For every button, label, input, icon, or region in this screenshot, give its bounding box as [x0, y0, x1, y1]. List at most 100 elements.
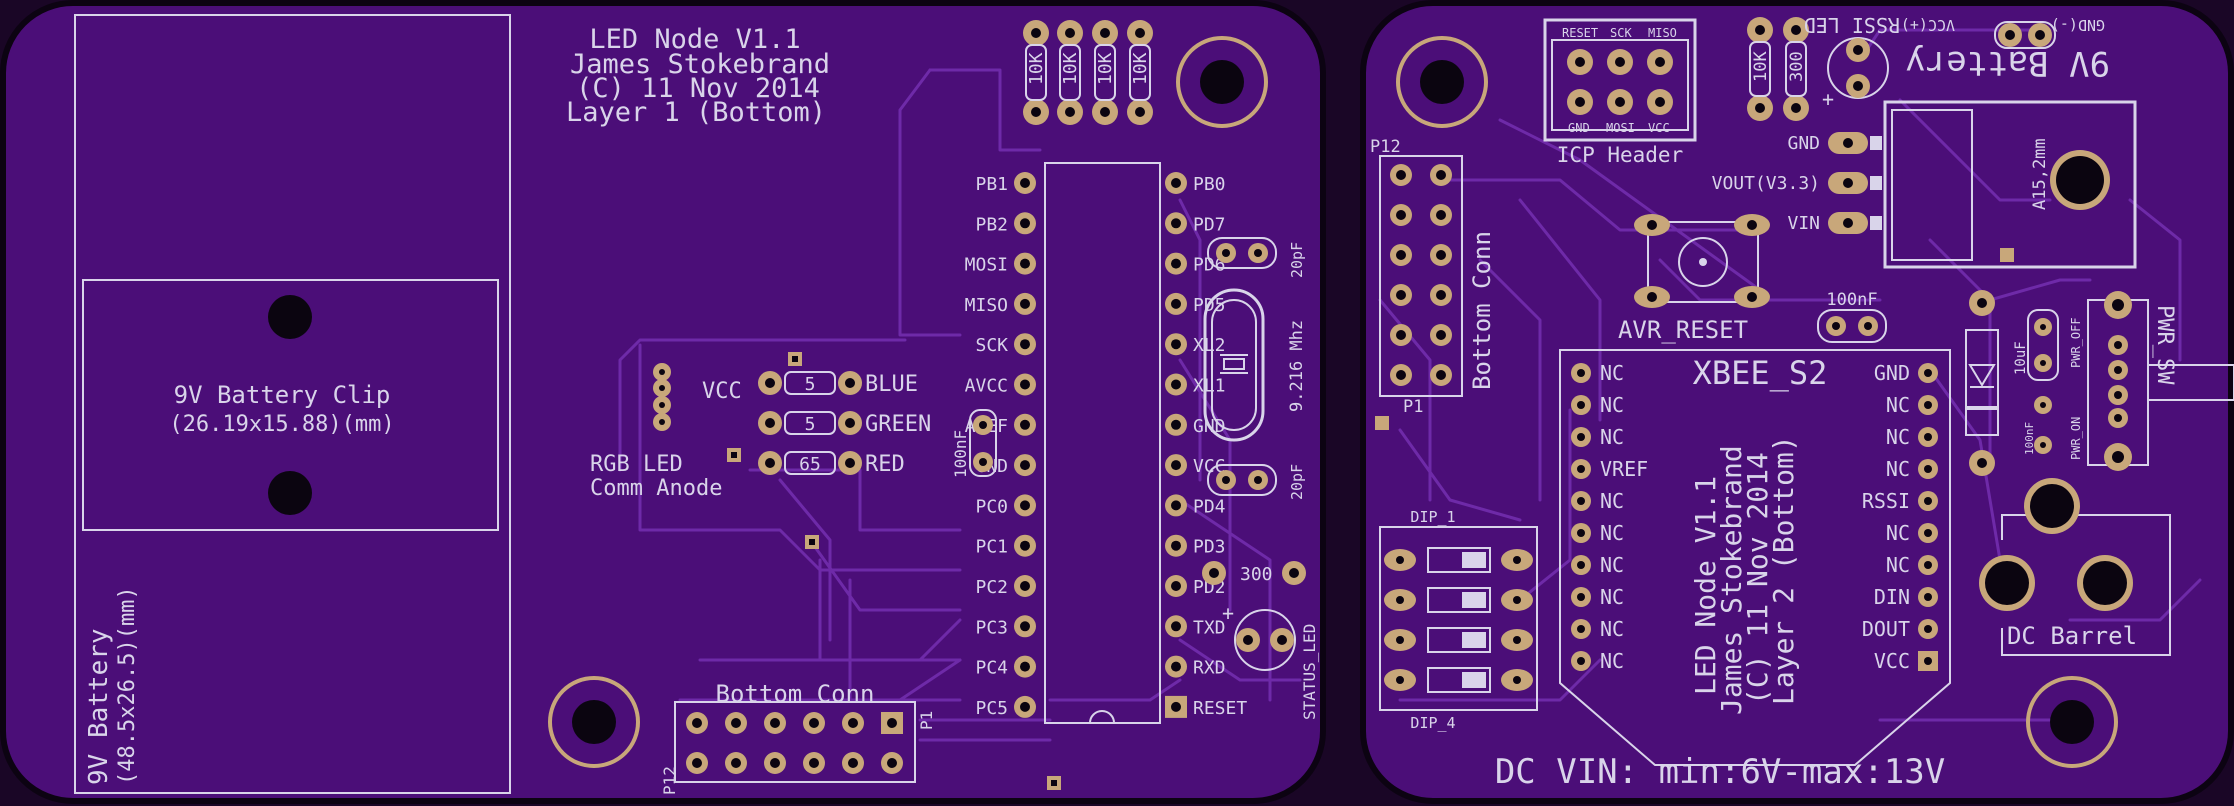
- bottom-conn-pin: [725, 752, 747, 774]
- dip-top-label: DIP_1: [1410, 508, 1455, 526]
- mcu-pin-label: PC0: [975, 496, 1008, 517]
- res-top-1: 10K: [1026, 52, 1047, 85]
- rssi-res-10k: 10K: [1751, 51, 1771, 82]
- l2-title-line-2: James Stokebrand: [1715, 445, 1748, 715]
- regulator-vout-label: VOUT(V3.3): [1712, 173, 1820, 194]
- mcu-pad-right: [1165, 695, 1187, 718]
- dip-switch-outline: [1379, 526, 1538, 711]
- rgb-vcc-label: VCC: [702, 379, 742, 404]
- bottom-conn-l2-pin: [1430, 284, 1452, 306]
- xbee-pad-left: [1571, 555, 1591, 575]
- mcu-pin-label: AVCC: [965, 376, 1008, 397]
- mcu-right-pads: [1165, 172, 1187, 718]
- xbee-pin-label: NC: [1600, 489, 1624, 513]
- icp-gnd-label: GND: [1568, 121, 1590, 135]
- diode: [1965, 290, 1999, 476]
- icp-vcc-label: VCC: [1648, 121, 1670, 135]
- dip-switch-row: [1384, 587, 1533, 613]
- bottom-conn-pin: [842, 752, 864, 774]
- bottom-conn-l2-pin: [1390, 284, 1412, 306]
- cap-20pf-bottom: [1207, 464, 1277, 496]
- xbee-pad-left: [1571, 395, 1591, 415]
- mcu-pin-label: PC2: [975, 577, 1008, 598]
- mcu-pad-left: [1014, 655, 1036, 678]
- regulator-tab: [1891, 109, 1973, 261]
- mcu-pad-right: [1165, 413, 1187, 436]
- rgb-blue-label: BLUE: [865, 372, 918, 397]
- mcu-pad-right: [1165, 252, 1187, 275]
- xbee-outline: [1559, 349, 1951, 766]
- bottom-conn-l2-outline: [1379, 155, 1463, 397]
- bottom-conn-l2-pin: [1430, 324, 1452, 346]
- xbee-pad-left: [1571, 619, 1591, 639]
- mcu-pad-left: [1014, 494, 1036, 517]
- mcu-pad-left: [1014, 373, 1036, 396]
- cap-100nf-l2-label: 100nF: [1826, 290, 1877, 310]
- regulator-via: [2000, 248, 2014, 262]
- battery-connector-pads: [1994, 21, 2056, 49]
- mcu-left-pads: [1014, 172, 1036, 718]
- xbee-pin-label: NC: [1886, 457, 1910, 481]
- title-line-1: LED Node V1.1: [589, 24, 800, 55]
- dip-switch-row: [1384, 627, 1533, 653]
- crystal: [1203, 288, 1265, 442]
- battery-dims: (48.5x26.5)(mm): [115, 586, 140, 785]
- mcu-pin-label: TXD: [1193, 617, 1226, 638]
- pwr-sw-label: PWR_SW: [2152, 305, 2177, 385]
- status-led-label: STATUS_LED: [1300, 624, 1319, 720]
- status-resistor: [1202, 561, 1306, 585]
- rgb-led-label-2: Comm Anode: [590, 476, 722, 501]
- l2-title-line-3: (C) 11 Nov 2014: [1741, 452, 1774, 705]
- icp-pin: [1607, 89, 1633, 115]
- xbee-pad-right: [1918, 491, 1938, 511]
- mcu-pin-label: XL1: [1193, 376, 1226, 397]
- mcu-pad-right: [1165, 454, 1187, 477]
- dc-barrel-outline: [2001, 514, 2171, 656]
- status-led: [1234, 609, 1296, 671]
- xbee-pin-label: GND: [1874, 361, 1910, 385]
- mcu-pad-right: [1165, 615, 1187, 638]
- icp-pin: [1647, 49, 1673, 75]
- mcu-pin-label: PD4: [1193, 496, 1226, 517]
- mcu-pad-left: [1014, 454, 1036, 477]
- xbee-pad-left: [1571, 459, 1591, 479]
- mcu-pad-right: [1165, 655, 1187, 678]
- vcc-plus-label: VCC(+): [1901, 16, 1955, 34]
- bottom-conn-pin: [725, 712, 747, 734]
- l2-title-line-1: LED Node V1.1: [1689, 476, 1722, 695]
- dip-switch-rows: [1384, 547, 1533, 693]
- traces-layer-2: [1378, 28, 2202, 722]
- mcu-outline: [1044, 162, 1161, 724]
- mcu-pad-left: [1014, 212, 1036, 235]
- icp-pin: [1567, 49, 1593, 75]
- mcu-pad-left: [1014, 172, 1036, 194]
- bottom-conn-l2-pads: [1390, 164, 1452, 386]
- xbee-pin-label: NC: [1886, 553, 1910, 577]
- xbee-pin-label: DOUT: [1862, 617, 1910, 641]
- dc-barrel-pads: [1979, 478, 2133, 611]
- regulator-pads: [1828, 132, 1882, 234]
- rssi-res-300: 300: [1787, 51, 1807, 82]
- mcu-pin-label: RXD: [1193, 658, 1226, 679]
- bottom-conn-l2-label: Bottom Conn: [1468, 231, 1496, 390]
- mcu-pin-label: PB0: [1193, 174, 1226, 195]
- cap-10uf: [2027, 309, 2059, 381]
- rssi-led-label: RSSI LED: [1804, 13, 1900, 37]
- mcu-pad-left: [1014, 575, 1036, 597]
- rgb-res-blue-value: 5: [805, 374, 816, 395]
- xbee-pin-label: NC: [1600, 425, 1624, 449]
- bottom-conn-pin: [686, 752, 708, 774]
- cap-10uf-label: 10uF: [2013, 341, 2029, 375]
- mcu-pin-label: RESET: [1193, 698, 1247, 719]
- cap-100nf-small-label: 100nF: [2023, 422, 2036, 455]
- regulator-gnd-label: GND: [1787, 133, 1820, 154]
- mcu-pin-label: MOSI: [965, 255, 1008, 276]
- xbee-pad-right: [1918, 555, 1938, 575]
- title-line-4: Layer 1 (Bottom): [566, 97, 826, 128]
- rgb-red-label: RED: [865, 452, 905, 477]
- xbee-pin-label: NC: [1600, 649, 1624, 673]
- mcu-pad-left: [1014, 292, 1036, 315]
- battery-clip-hole-2: [268, 471, 312, 515]
- xbee-pin-label: NC: [1600, 617, 1624, 641]
